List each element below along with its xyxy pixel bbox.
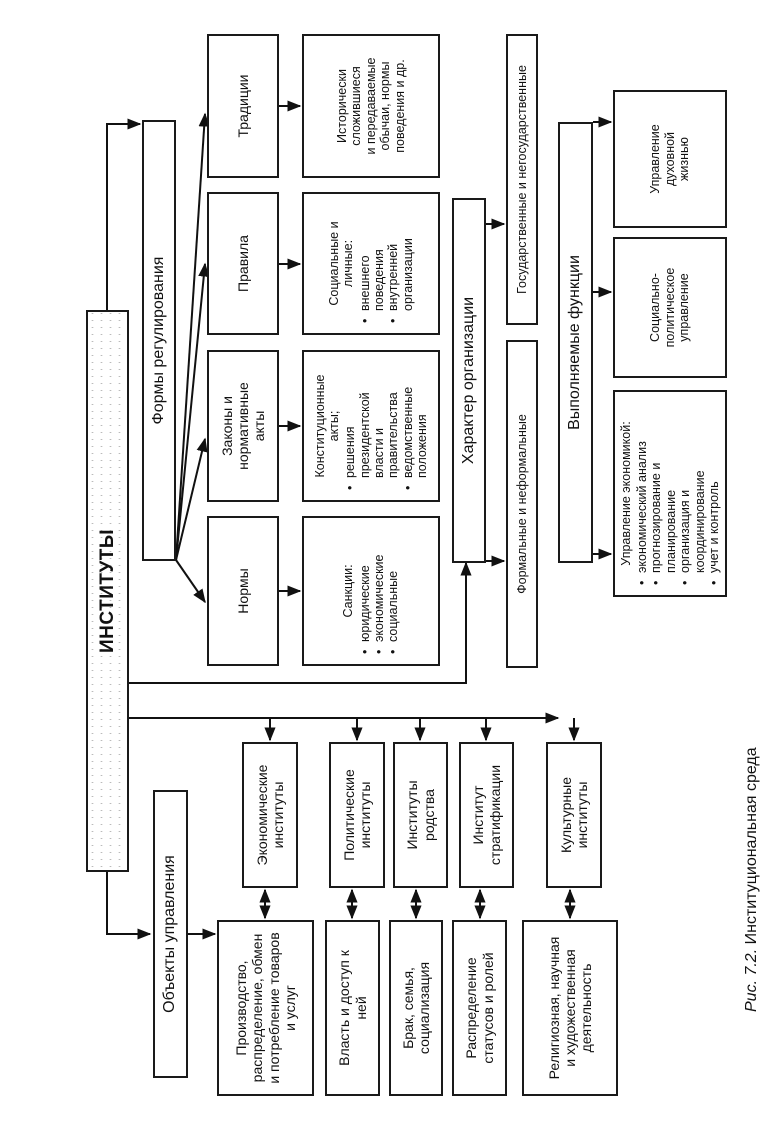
function-spirit-box: Управление духовной жизнью [613, 90, 727, 228]
object-box-family: Брак, семья, социализация [389, 920, 443, 1096]
rules-desc-head: Социальные и личные: [326, 221, 356, 306]
figure-number: Рис. 7.2. [743, 948, 760, 1012]
institution-box-economic: Экономические институты [242, 742, 298, 888]
laws-desc-item: решения президентской власти и правитель… [343, 362, 401, 490]
rules-desc-item: внешнего поведения [358, 204, 387, 323]
traditions-desc-line: обычаи, нормы [378, 61, 393, 151]
form-traditions-label: Традиции [234, 74, 251, 138]
norms-desc-item: юридические [358, 528, 372, 654]
laws-desc-list: решения президентской власти и правитель… [343, 362, 429, 490]
forms-label: Формы регулирования [149, 256, 167, 425]
institution-label: Экономические институты [253, 764, 286, 866]
function-economy-item: организация и координирование [678, 402, 707, 585]
norms-desc-box: Санкции: юридические экономические социа… [302, 516, 440, 666]
object-label: Брак, семья, социализация [399, 961, 432, 1055]
institution-label: Институт стратификации [470, 764, 503, 866]
organization-label: Характер организации [459, 296, 477, 465]
organization-state-box: Государственные и негосударственные [506, 34, 538, 325]
organization-box: Характер организации [452, 198, 486, 563]
object-label: Производство, распределение, обмен и пот… [233, 932, 298, 1084]
traditions-desc-line: и передаваемые [363, 57, 378, 155]
institution-box-kinship: Институты родства [393, 742, 448, 888]
function-economy-box: Управление экономикой: экономический ана… [613, 390, 727, 597]
object-label: Власть и доступ к ней [336, 950, 369, 1066]
form-rules-box: Правила [207, 192, 279, 335]
link-root-to-forms [106, 118, 142, 310]
link-forms-to-laws [175, 437, 208, 561]
institution-box-stratification: Институт стратификации [459, 742, 514, 888]
rules-desc-box: Социальные и личные: внешнего поведения … [302, 192, 440, 335]
object-box-power: Власть и доступ к ней [325, 920, 380, 1096]
function-social-box: Социально-политическое управление [613, 237, 727, 378]
form-rules-label: Правила [234, 235, 251, 292]
function-spirit-label: Управление духовной жизнью [648, 124, 692, 194]
institution-box-cultural: Культурные институты [546, 742, 602, 888]
figure-caption: Рис. 7.2. Институциональная среда [743, 747, 761, 1012]
traditions-desc-line: сложившиеся [349, 66, 364, 146]
function-economy-item: прогнозирование и планирование [649, 402, 678, 585]
institution-label: Политические институты [340, 769, 373, 861]
functions-label: Выполняемые функции [566, 255, 584, 430]
norms-desc-item: экономические [372, 528, 386, 654]
form-norms-label: Нормы [234, 568, 251, 614]
function-economy-item: экономический анализ [635, 402, 649, 585]
institution-label: Институты родства [404, 780, 437, 850]
function-economy-item: учет и контроль [707, 402, 721, 585]
institution-label: Культурные институты [557, 777, 590, 853]
function-economy-list: экономический анализ прогнозирование и п… [635, 402, 721, 585]
object-box-production: Производство, распределение, обмен и пот… [217, 920, 314, 1096]
organization-state-label: Государственные и негосударственные [514, 65, 529, 294]
traditions-desc-box: Исторически сложившиеся и передаваемые о… [302, 34, 440, 178]
link-forms-to-norms [175, 559, 206, 604]
organization-formal-box: Формальные и неформальные [506, 340, 538, 668]
form-laws-box: Законы и нормативные акты [207, 350, 279, 502]
form-norms-box: Нормы [207, 516, 279, 666]
rules-desc-item: внутренней организации [386, 204, 415, 323]
object-label: Распределение статусов и ролей [463, 952, 496, 1064]
object-label: Религиозная, научная и художественная де… [545, 936, 595, 1080]
object-box-culture: Религиозная, научная и художественная де… [522, 920, 618, 1096]
link-root-to-org [129, 561, 472, 684]
function-economy-head: Управление экономикой: [618, 421, 633, 566]
function-social-label: Социально-политическое управление [648, 267, 692, 348]
norms-desc-list: юридические экономические социальные [358, 528, 401, 654]
root-label: ИНСТИТУТЫ [96, 528, 118, 654]
object-box-status: Распределение статусов и ролей [452, 920, 507, 1096]
laws-desc-head: Конституционные акты; [312, 374, 341, 478]
laws-desc-box: Конституционные акты; решения президентс… [302, 350, 440, 502]
functions-box: Выполняемые функции [558, 122, 593, 563]
traditions-desc-line: поведения и др. [392, 59, 407, 153]
organization-formal-label: Формальные и неформальные [514, 414, 529, 594]
traditions-desc-line: Исторически [335, 69, 350, 143]
link-forms-to-traditions [175, 112, 210, 561]
form-traditions-box: Традиции [207, 34, 279, 178]
institution-box-political: Политические институты [329, 742, 385, 888]
form-laws-label: Законы и нормативные акты [218, 382, 268, 470]
objects-label: Объекты управления [161, 855, 179, 1013]
link-root-to-objects [106, 872, 152, 940]
objects-box: Объекты управления [153, 790, 188, 1078]
laws-desc-item: ведомственные положения [401, 362, 430, 490]
root-box: ИНСТИТУТЫ [86, 310, 129, 872]
norms-desc-item: социальные [386, 528, 400, 654]
forms-box: Формы регулирования [142, 120, 176, 561]
norms-desc-head: Санкции: [341, 564, 356, 618]
rules-desc-list: внешнего поведения внутренней организаци… [358, 204, 416, 323]
link-forms-to-rules [175, 262, 210, 561]
figure-title: Институциональная среда [743, 747, 760, 945]
